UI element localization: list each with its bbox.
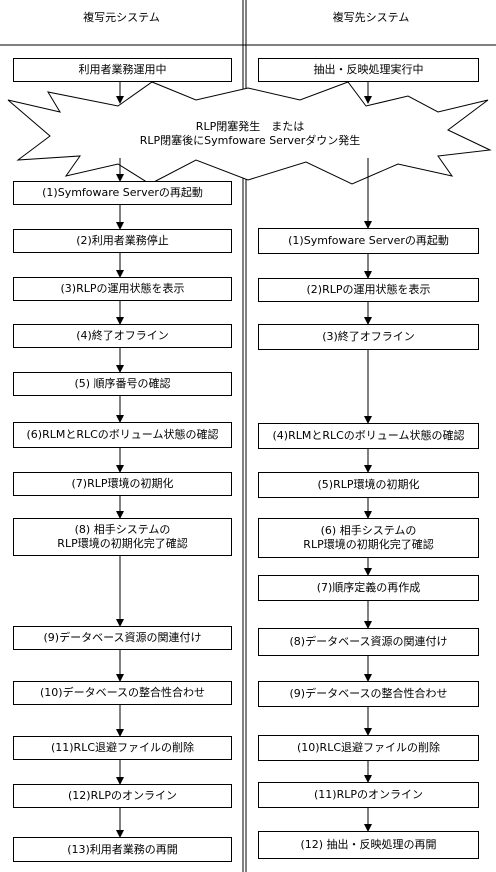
target-system-title: 複写先システム bbox=[332, 11, 410, 24]
right-step-10: (10)RLC退避ファイルの削除 bbox=[258, 735, 479, 761]
event-line-1: RLP閉塞発生 または bbox=[195, 120, 305, 133]
left-step-10: (10)データベースの整合性合わせ bbox=[13, 681, 232, 705]
right-step-3: (3)終了オフライン bbox=[258, 324, 479, 350]
left-step-3: (3)RLPの運用状態を表示 bbox=[13, 277, 232, 301]
right-step-12: (12) 抽出・反映処理の再開 bbox=[258, 831, 479, 859]
left-step-13: (13)利用者業務の再開 bbox=[13, 837, 232, 862]
right-start-box: 抽出・反映処理実行中 bbox=[258, 58, 479, 82]
right-step-5: (5)RLP環境の初期化 bbox=[258, 472, 479, 498]
left-step-8: (8) 相手システムの RLP環境の初期化完了確認 bbox=[13, 518, 232, 556]
right-step-7: (7)順序定義の再作成 bbox=[258, 575, 479, 601]
right-step-1: (1)Symfoware Serverの再起動 bbox=[258, 228, 479, 254]
right-step-8: (8)データベース資源の関連付け bbox=[258, 628, 479, 656]
source-system-title: 複写元システム bbox=[83, 11, 160, 24]
left-step-2: (2)利用者業務停止 bbox=[13, 229, 232, 253]
event-burst-shape bbox=[7, 81, 492, 185]
left-step-4: (4)終了オフライン bbox=[13, 324, 232, 348]
left-step-7: (7)RLP環境の初期化 bbox=[13, 472, 232, 496]
left-step-11: (11)RLC退避ファイルの削除 bbox=[13, 736, 232, 760]
left-start-box: 利用者業務運用中 bbox=[13, 58, 232, 82]
right-step-4: (4)RLMとRLCのボリューム状態の確認 bbox=[258, 423, 479, 449]
left-step-5: (5) 順序番号の確認 bbox=[13, 372, 232, 396]
event-burst-label: RLP閉塞発生 または RLP閉塞後にSymfoware Serverダウン発生 bbox=[100, 120, 400, 148]
right-step-6: (6) 相手システムの RLP環境の初期化完了確認 bbox=[258, 518, 479, 558]
left-step-6: (6)RLMとRLCのボリューム状態の確認 bbox=[13, 422, 232, 448]
right-step-11: (11)RLPのオンライン bbox=[258, 782, 479, 808]
left-step-1: (1)Symfoware Serverの再起動 bbox=[13, 181, 232, 205]
right-step-2: (2)RLPの運用状態を表示 bbox=[258, 278, 479, 302]
left-step-12: (12)RLPのオンライン bbox=[13, 784, 232, 808]
right-step-9: (9)データベースの整合性合わせ bbox=[258, 681, 479, 707]
event-line-2: RLP閉塞後にSymfoware Serverダウン発生 bbox=[139, 134, 361, 147]
left-step-9: (9)データベース資源の関連付け bbox=[13, 626, 232, 650]
